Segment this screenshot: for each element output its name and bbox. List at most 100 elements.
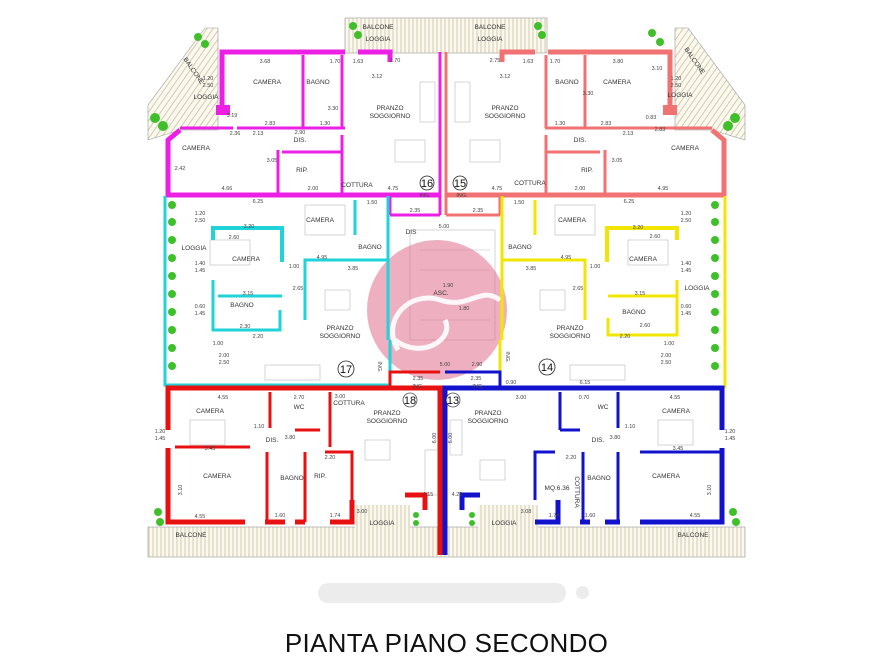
dimension: 3.15: [635, 291, 646, 297]
room-label: SOGGIORNO: [320, 333, 361, 340]
plants: [150, 22, 740, 526]
room-label: CAMERA: [558, 217, 586, 224]
dimension: 6.15: [580, 380, 591, 386]
entrance-label: ING.: [412, 384, 424, 390]
dimension: 1.60: [275, 513, 286, 519]
dimension: 5.00: [439, 224, 450, 230]
plant-column-left: [168, 201, 176, 370]
dimension: 4.95: [317, 255, 328, 261]
room-label: LOGGIA: [366, 36, 392, 43]
room-label: LOGGIA: [492, 520, 518, 527]
dimension: 3.80: [285, 435, 296, 441]
room-label: LOGGIA: [194, 94, 220, 101]
dimension: 2.35: [413, 376, 424, 382]
dimension: 4.55: [218, 395, 229, 401]
horizontal-scrollbar[interactable]: [318, 583, 566, 603]
dimension: 2.50: [671, 83, 682, 89]
dimension: 1.00: [664, 341, 675, 347]
room-label: COTTURA: [333, 400, 365, 407]
dimension: 1.45: [725, 436, 736, 442]
dimension: 4.95: [561, 255, 572, 261]
room-label: WC: [598, 404, 609, 411]
dimension: 3.00: [335, 394, 346, 400]
room-label: BAGNO: [587, 475, 610, 482]
room-label: BALCONE: [474, 24, 506, 31]
room-label: BAGNO: [508, 244, 531, 251]
dimension: 1.90: [443, 283, 454, 289]
dimension: 3.85: [526, 266, 537, 272]
dimension: 4.95: [658, 186, 669, 192]
dimension: 3.19: [227, 113, 238, 119]
dimension: 4.55: [690, 513, 701, 519]
dimension: 1.45: [681, 268, 692, 274]
dimension: 2.30: [240, 324, 251, 330]
dimension: 4.66: [222, 186, 233, 192]
dimension: 1.60: [585, 513, 596, 519]
room-label: MQ.6.36: [545, 485, 570, 492]
room-label: PRANZO: [474, 410, 501, 417]
dimension: 2.00: [661, 353, 672, 359]
room-label: SOGGIORNO: [468, 418, 509, 425]
dimension: 3.08: [521, 509, 532, 515]
dimension: 2.20: [325, 455, 336, 461]
dimension: 1.00: [590, 264, 601, 270]
room-label: PRANZO: [376, 105, 403, 112]
room-label: COTTURA: [341, 182, 373, 189]
dimension: 1.45: [195, 311, 206, 317]
dimension: 4.75: [388, 186, 399, 192]
watermark-logo: [367, 240, 507, 380]
room-label: LOGGIA: [685, 285, 711, 292]
unit-16-walls: [165, 49, 442, 217]
room-label: LOGGIA: [478, 36, 504, 43]
unit-number: 18: [404, 395, 416, 407]
room-label: PRANZO: [491, 105, 518, 112]
dimension: 3.20: [244, 224, 255, 230]
room-label: BALCONE: [362, 24, 394, 31]
dimension: 2.90: [472, 362, 483, 368]
dimension: 1.63: [523, 59, 534, 65]
room-label: LOGGIA: [370, 520, 396, 527]
dimension: 2.50: [195, 218, 206, 224]
dimension: 1.45: [195, 268, 206, 274]
dimension: 0.70: [579, 395, 590, 401]
dimension: 3.12: [372, 74, 383, 80]
dimension: 2.20: [620, 334, 631, 340]
dimension: 2.20: [566, 455, 577, 461]
unit-17-labels: CAMERA BAGNO CAMERA LOGGIA BAGNO PRANZO …: [182, 199, 483, 378]
dimension: 2.35: [473, 208, 484, 214]
loggia-bottom-left: [355, 505, 410, 529]
dimension: 2.90: [295, 130, 306, 136]
room-label: CAMERA: [182, 145, 210, 152]
unit-18-labels: CAMERA WC COTTURA PRANZO SOGGIORNO DIS. …: [155, 376, 438, 539]
room-label: CAMERA: [603, 79, 631, 86]
room-label: SOGGIORNO: [370, 113, 411, 120]
dimension: 2.13: [623, 131, 634, 137]
scroll-indicator-dot[interactable]: [576, 586, 589, 599]
room-label: CAMERA: [629, 256, 657, 263]
room-label: BAGNO: [555, 79, 578, 86]
dimension: 1.10: [254, 424, 265, 430]
dimension: 5.00: [440, 362, 451, 368]
dimension: 2.50: [219, 360, 230, 366]
unit-17-walls: [163, 196, 392, 387]
room-label: CAMERA: [232, 256, 260, 263]
room-label: DIS.: [294, 137, 307, 144]
dimension: 3.68: [260, 59, 271, 65]
loggia-bottom-right: [478, 505, 538, 529]
dimension: 1.00: [289, 264, 300, 270]
dimension: 6.25: [253, 199, 264, 205]
dimension: 3.45: [205, 446, 216, 452]
dimension: 0.60: [681, 304, 692, 310]
dimension: 3.15: [243, 291, 254, 297]
room-label: RIP.: [296, 167, 308, 174]
dimension: 2.00: [219, 353, 230, 359]
dimension: 1.63: [353, 59, 364, 65]
dimension: 4.75: [492, 186, 503, 192]
dimension: 3.20: [633, 225, 644, 231]
dimension: 1.20: [671, 76, 682, 82]
room-label: RIP.: [314, 473, 326, 480]
room-label: BAGNO: [306, 79, 329, 86]
dimension: 1.00: [213, 341, 224, 347]
dimension: 2.60: [640, 323, 651, 329]
